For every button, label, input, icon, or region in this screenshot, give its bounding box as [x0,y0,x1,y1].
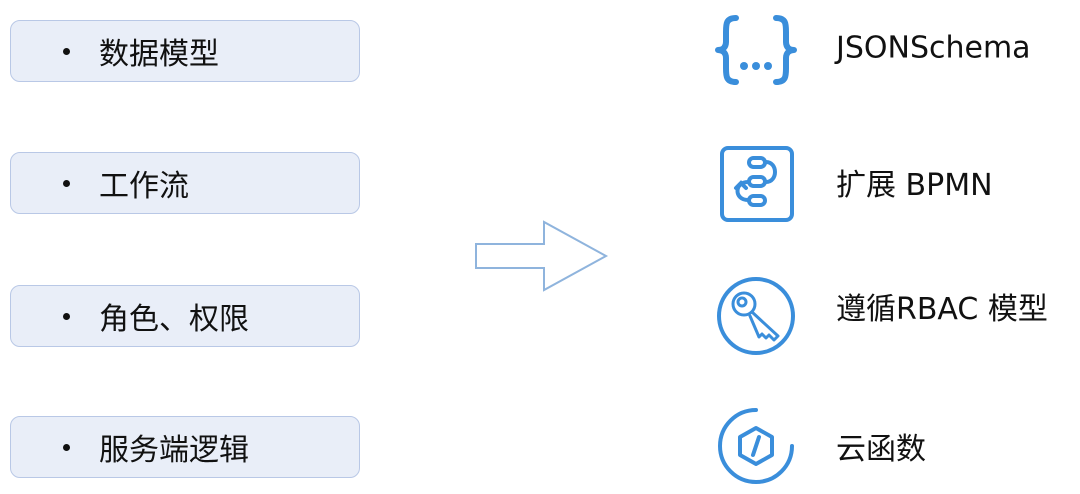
bullet-dot [63,180,70,187]
target-label-rbac: 遵循RBAC 模型 [836,292,1048,327]
concept-label: 工作流 [99,169,189,204]
target-label-cloud-function: 云函数 [836,432,926,467]
concept-box-roles-permissions: 角色、权限 [10,285,360,347]
concept-box-workflow: 工作流 [10,152,360,214]
concept-label: 服务端逻辑 [99,433,249,468]
bullet-dot [63,313,70,320]
key-icon [717,277,795,355]
concept-label: 角色、权限 [99,302,249,337]
concept-label: 数据模型 [99,37,219,72]
bullet-dot [63,444,70,451]
curly-braces-icon [715,15,797,85]
right-arrow-icon [475,220,609,292]
bullet-dot [63,48,70,55]
workflow-icon [720,146,794,222]
target-label-bpmn: 扩展 BPMN [836,168,993,203]
concept-box-data-model: 数据模型 [10,20,360,82]
concept-box-server-logic: 服务端逻辑 [10,416,360,478]
cloud-function-icon [718,408,794,484]
target-label-jsonschema: JSONSchema [836,30,1031,66]
